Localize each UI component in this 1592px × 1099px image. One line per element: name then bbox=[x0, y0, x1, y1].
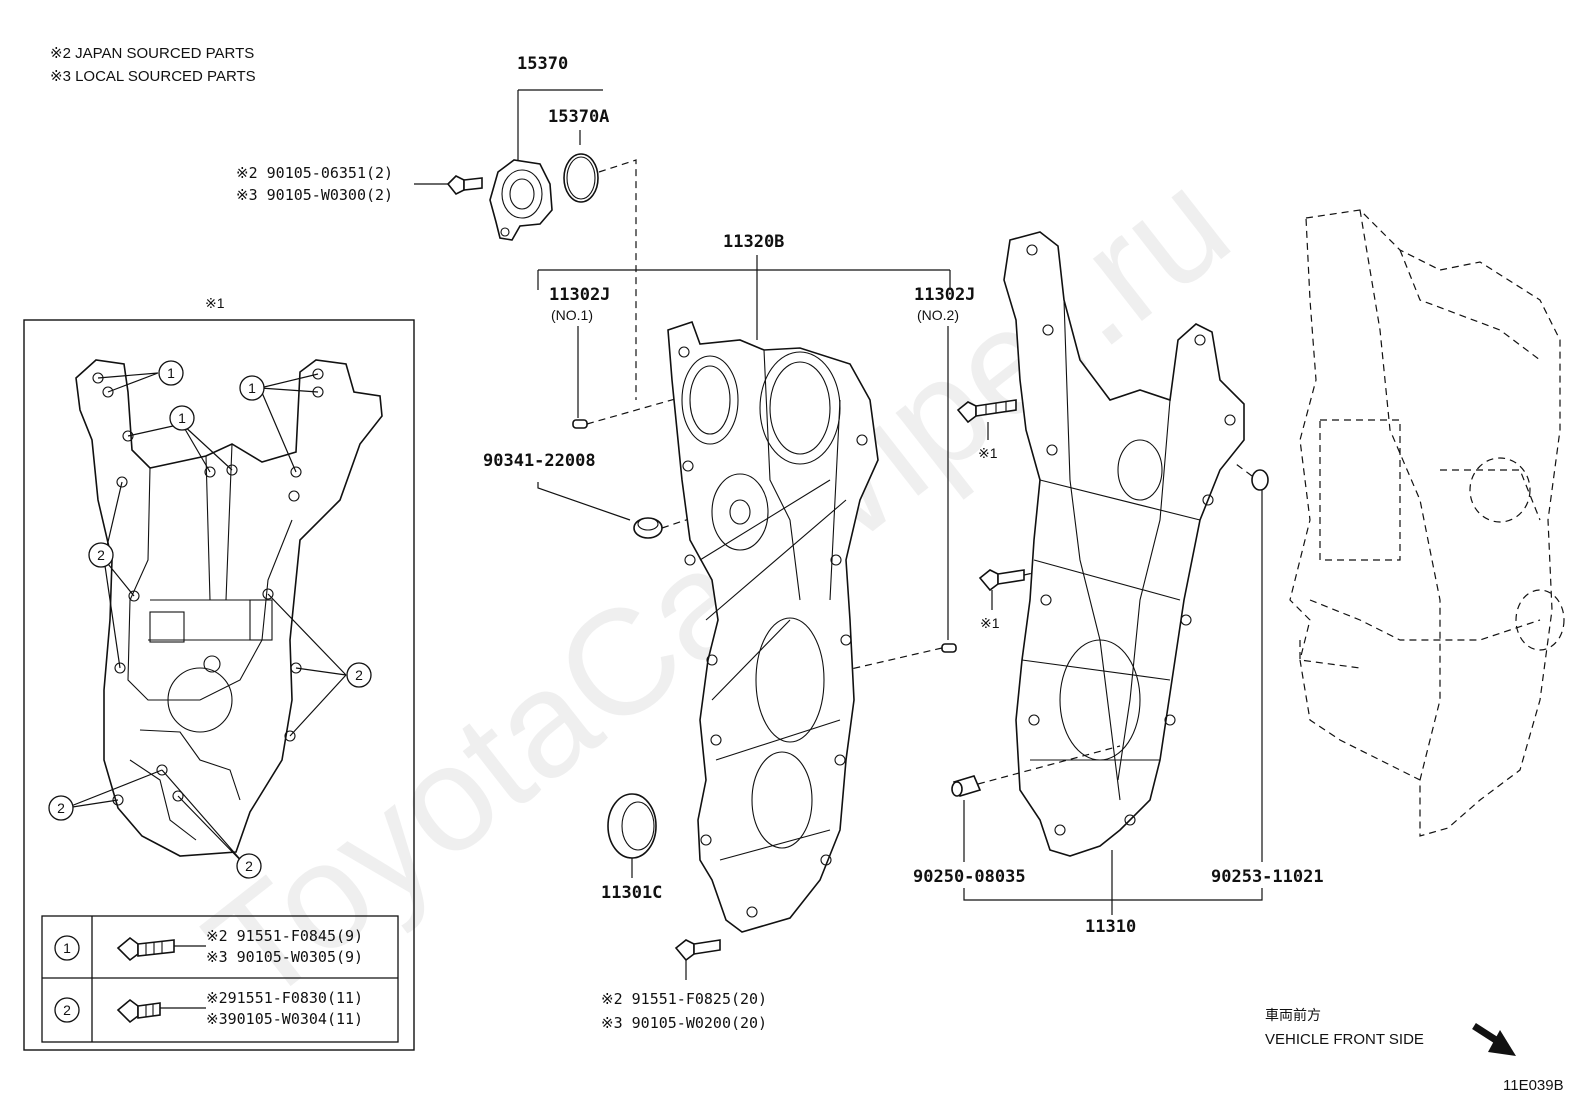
leader-90341 bbox=[537, 482, 631, 521]
label-11302j-no1: 11302J bbox=[549, 285, 610, 305]
legend-row-2: 2 ※291551-F0830(11) ※390105-W0304(11) bbox=[54, 989, 363, 1028]
part-11301c-oil-seal bbox=[607, 793, 657, 859]
inset-callout-1c: 1 bbox=[239, 375, 265, 401]
svg-text:1: 1 bbox=[167, 365, 175, 381]
svg-text:1: 1 bbox=[248, 380, 256, 396]
front-side-en: VEHICLE FRONT SIDE bbox=[1265, 1031, 1424, 1048]
legend-row-1-local: ※3 90105-W0305(9) bbox=[206, 948, 363, 966]
inset-timing-cover bbox=[75, 359, 383, 857]
front-side-jp: 車両前方 bbox=[1265, 1007, 1321, 1023]
inset-frame bbox=[23, 319, 415, 1051]
inset-callout-1b: 1 bbox=[169, 405, 195, 431]
svg-text:2: 2 bbox=[97, 547, 105, 563]
legend-row-2-japan: ※291551-F0830(11) bbox=[206, 989, 363, 1007]
dowel-pin-no2 bbox=[941, 643, 957, 653]
bolt-icon-mark1-upper bbox=[956, 399, 1017, 424]
part-15370-cover bbox=[489, 159, 553, 241]
svg-text:2: 2 bbox=[245, 858, 253, 874]
inset-legend-table bbox=[41, 915, 399, 1043]
label-mark1-upper: ※1 bbox=[978, 445, 998, 461]
dash-15370-to-cover bbox=[598, 159, 637, 400]
inset-callout-leaders bbox=[65, 372, 347, 867]
label-bolt-local: ※3 90105-W0300(2) bbox=[236, 186, 393, 204]
legend-row-1-num: 1 bbox=[63, 940, 71, 956]
legend-row-1: 1 ※2 91551-F0845(9) ※3 90105-W0305(9) bbox=[54, 927, 363, 966]
note-local-sourced: ※3 LOCAL SOURCED PARTS bbox=[50, 68, 256, 85]
label-mark1-lower: ※1 bbox=[980, 615, 1000, 631]
label-90250: 90250-08035 bbox=[913, 867, 1026, 887]
label-11301c: 11301C bbox=[601, 883, 662, 903]
bolt-icon-mark1-lower bbox=[978, 569, 1025, 592]
part-11310-rear-plate bbox=[1003, 231, 1245, 857]
note-japan-sourced: ※2 JAPAN SOURCED PARTS bbox=[50, 45, 254, 62]
bolt-icon-bottom bbox=[674, 939, 721, 962]
legend-row-1-japan: ※2 91551-F0845(9) bbox=[206, 927, 363, 945]
dash-pin-no2 bbox=[837, 647, 943, 673]
svg-text:2: 2 bbox=[355, 667, 363, 683]
label-bolt-b-local: ※3 90105-W0200(20) bbox=[601, 1014, 767, 1032]
label-15370: 15370 bbox=[517, 54, 568, 74]
label-11320b: 11320B bbox=[723, 232, 784, 252]
diagram-code: 11E039B bbox=[1503, 1077, 1564, 1094]
part-plug-90341 bbox=[633, 517, 663, 539]
label-15370a: 15370A bbox=[548, 107, 609, 127]
label-no2: (NO.2) bbox=[917, 307, 959, 323]
legend-row-2-local: ※390105-W0304(11) bbox=[206, 1010, 363, 1028]
label-90253: 90253-11021 bbox=[1211, 867, 1324, 887]
front-arrow-icon bbox=[1472, 1023, 1516, 1056]
inset-callout-2d: 2 bbox=[236, 853, 262, 879]
legend-bolt-icon-2 bbox=[116, 998, 161, 1024]
part-15370a-oring bbox=[563, 153, 599, 203]
label-11302j-no2: 11302J bbox=[914, 285, 975, 305]
dash-90250 bbox=[977, 745, 1121, 785]
label-90341: 90341-22008 bbox=[483, 451, 596, 471]
svg-text:2: 2 bbox=[57, 800, 65, 816]
part-11320b-timing-cover bbox=[667, 320, 879, 933]
dowel-pin-no1 bbox=[572, 419, 588, 429]
part-90250-pin bbox=[951, 775, 982, 797]
bracket-11320b bbox=[537, 255, 951, 340]
inset-callout-1a: 1 bbox=[158, 360, 184, 386]
inset-callout-2b: 2 bbox=[346, 662, 372, 688]
label-11310: 11310 bbox=[1085, 917, 1136, 937]
legend-bolt-icon-1 bbox=[116, 936, 175, 962]
svg-text:1: 1 bbox=[178, 410, 186, 426]
label-bolt-b-jp: ※2 91551-F0825(20) bbox=[601, 990, 767, 1008]
legend-row-2-num: 2 bbox=[63, 1002, 71, 1018]
part-90253-plug bbox=[1251, 469, 1269, 491]
bracket-11310 bbox=[963, 850, 1263, 915]
bolt-icon-top bbox=[446, 175, 483, 196]
dash-90253 bbox=[1235, 463, 1253, 477]
inset-title: ※1 bbox=[205, 295, 225, 311]
engine-block-phantom bbox=[1289, 209, 1565, 837]
inset-callout-2a: 2 bbox=[88, 542, 114, 568]
inset-callout-2c: 2 bbox=[48, 795, 74, 821]
label-no1: (NO.1) bbox=[551, 307, 593, 323]
leader-15370 bbox=[517, 89, 603, 160]
label-bolt-jp: ※2 90105-06351(2) bbox=[236, 164, 393, 182]
